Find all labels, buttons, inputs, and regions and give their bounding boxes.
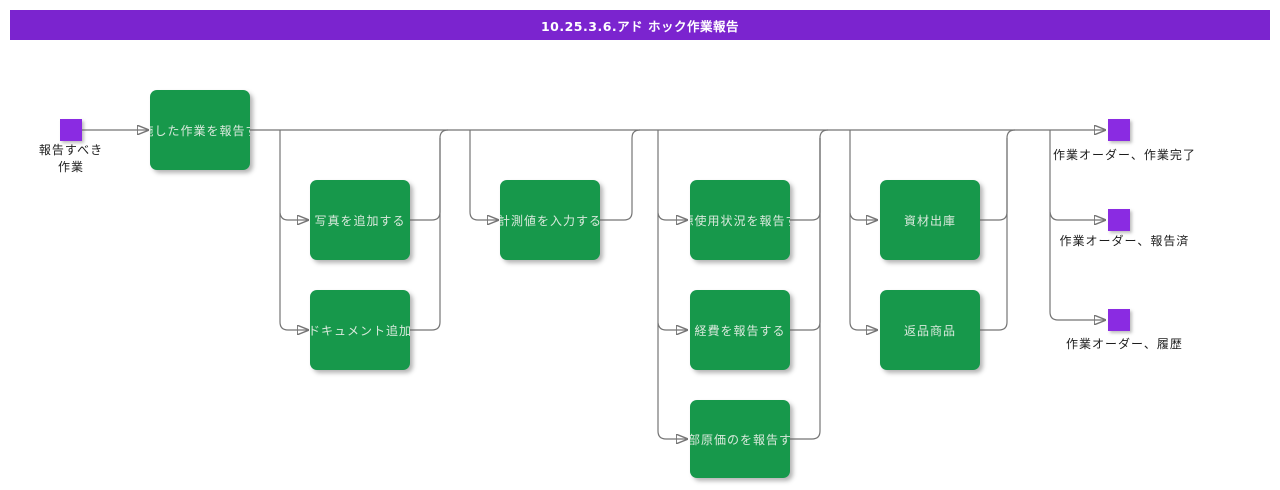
task-label: 源使用状況を報告す — [690, 213, 790, 228]
end-event-reported — [1108, 209, 1130, 231]
task-label: 施した作業を報告す — [150, 123, 250, 138]
task-label: 資材出庫 — [903, 213, 956, 228]
connector-return-resource — [790, 129, 829, 221]
end-event-work-complete — [1108, 119, 1130, 141]
diagram-title-bar: 10.25.3.6.アド ホック作業報告 — [10, 10, 1270, 40]
connector-return-document — [410, 138, 441, 331]
connector-branch-return-goods — [849, 130, 877, 330]
connector-branch-expenses — [657, 322, 687, 330]
connector-to-end-history — [1049, 130, 1105, 320]
task-label: ドキュメント追加 — [310, 323, 410, 338]
start-event-node — [60, 119, 82, 141]
task-report-resource-usage: 源使用状況を報告す — [690, 180, 790, 260]
diagram-title: 10.25.3.6.アド ホック作業報告 — [540, 18, 740, 34]
task-label: 返品商品 — [903, 323, 956, 338]
end-label-history: 作業オーダー、履歴 — [1066, 337, 1183, 351]
task-label: 経費を報告する — [694, 323, 786, 338]
connector-branch-resource — [657, 212, 687, 220]
end-event-history — [1108, 309, 1130, 331]
task-report-performed-work: 施した作業を報告す — [150, 90, 250, 170]
task-label: 計測値を入力する — [500, 213, 600, 228]
task-material-issue: 資材出庫 — [880, 180, 980, 260]
task-enter-measurement: 計測値を入力する — [500, 180, 600, 260]
connector-return-photo — [410, 129, 449, 221]
connector-branch-photo — [279, 212, 308, 220]
connector-to-end-reported — [1049, 211, 1105, 220]
end-label-reported: 作業オーダー、報告済 — [1059, 234, 1190, 248]
task-label: ト部原価のを報告する — [690, 432, 790, 447]
task-report-external-cost: ト部原価のを報告する — [690, 400, 790, 478]
connector-return-external-cost — [790, 138, 821, 440]
connector-return-measurement — [600, 129, 641, 221]
task-add-photo: 写真を追加する — [310, 180, 410, 260]
task-add-document: ドキュメント追加 — [310, 290, 410, 370]
connector-branch-material — [849, 212, 877, 220]
task-return-goods: 返品商品 — [880, 290, 980, 370]
connector-return-material — [980, 129, 1016, 221]
connector-return-expenses — [790, 138, 821, 331]
connector-branch-document — [279, 130, 308, 330]
connector-branch-external-cost — [657, 130, 687, 439]
end-label-work-complete: 作業オーダー、作業完了 — [1053, 148, 1196, 162]
start-event-label: 報告すべき作業 — [38, 143, 104, 174]
task-report-expenses: 経費を報告する — [690, 290, 790, 370]
connector-return-goods-line — [980, 138, 1008, 331]
connector-branch-measurement — [469, 130, 498, 220]
task-label: 写真を追加する — [314, 213, 406, 228]
